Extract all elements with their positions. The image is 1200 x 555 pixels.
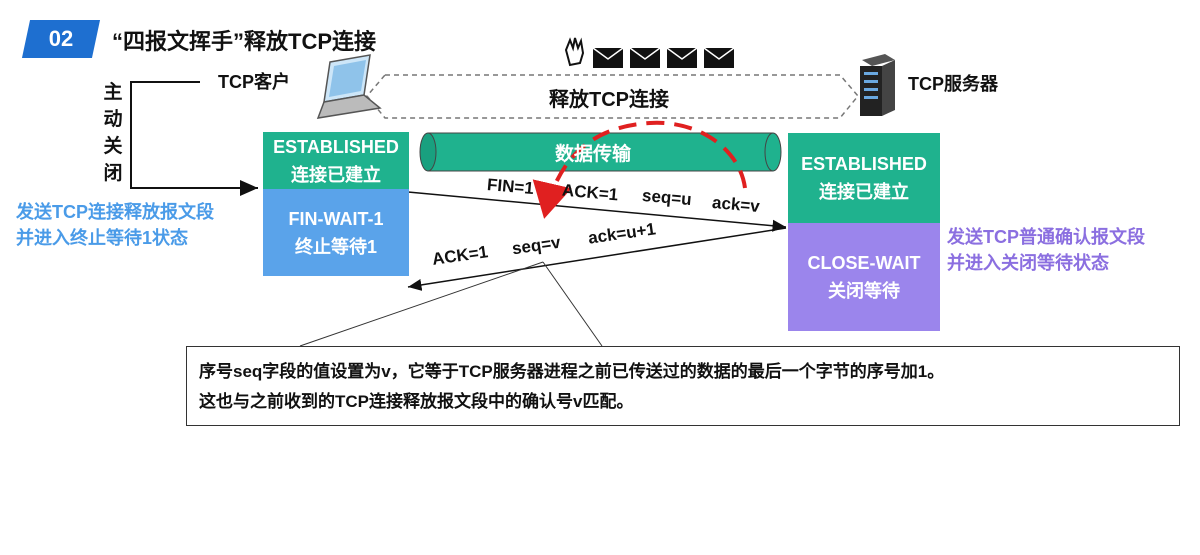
release-label: 释放TCP连接 xyxy=(549,89,669,111)
active-close-char-2: 动 xyxy=(103,109,123,130)
client-established-cn: 连接已建立 xyxy=(291,164,381,185)
callout-pointer-right xyxy=(542,261,603,347)
server-note-line2: 并进入关闭等待状态 xyxy=(947,253,1109,273)
client-established-box: ESTABLISHED 连接已建立 xyxy=(263,132,409,189)
page-title: “四报文挥手”释放TCP连接 xyxy=(112,29,377,54)
callout-pointer-left xyxy=(299,261,544,347)
explanation-callout: 序号seq字段的值设置为v，它等于TCP服务器进程之前已传送过的数据的最后一个字… xyxy=(186,346,1180,426)
server-label: TCP服务器 xyxy=(908,74,998,94)
active-close-char-4: 闭 xyxy=(103,163,123,184)
server-established-en: ESTABLISHED xyxy=(801,154,927,174)
laptop-icon xyxy=(316,54,382,119)
seg1-ackno: ack=v xyxy=(711,192,761,217)
client-finwait-en: FIN-WAIT-1 xyxy=(288,208,384,229)
client-note-line2: 并进入终止等待1状态 xyxy=(16,228,189,248)
envelope-icons xyxy=(592,47,735,68)
server-closewait-box: CLOSE-WAIT 关闭等待 xyxy=(788,223,940,331)
server-closewait-cn: 关闭等待 xyxy=(828,281,900,301)
release-double-arrow xyxy=(366,74,859,119)
callout-line2: 这也与之前收到的TCP连接释放报文段中的确认号v匹配。 xyxy=(199,392,634,411)
client-note: 发送TCP连接释放报文段 并进入终止等待1状态 xyxy=(16,199,214,251)
server-note-line1: 发送TCP普通确认报文段 xyxy=(947,227,1145,247)
fin-segment-arrow xyxy=(407,191,787,232)
section-number: 02 xyxy=(48,26,74,51)
server-icon xyxy=(860,54,895,116)
client-finwait-cn: 终止等待1 xyxy=(294,236,377,257)
server-established-cn: 连接已建立 xyxy=(819,182,909,202)
active-close-arrow xyxy=(130,81,258,196)
callout-line1: 序号seq字段的值设置为v，它等于TCP服务器进程之前已传送过的数据的最后一个字… xyxy=(199,362,945,381)
active-close-char-1: 主 xyxy=(103,82,123,103)
data-transfer-label: 数据传输 xyxy=(555,144,632,165)
server-established-box: ESTABLISHED 连接已建立 xyxy=(788,133,940,223)
seg1-seq: seq=u xyxy=(641,185,693,210)
server-note: 发送TCP普通确认报文段 并进入关闭等待状态 xyxy=(947,224,1145,276)
client-note-line1: 发送TCP连接释放报文段 xyxy=(16,202,214,222)
active-close-char-3: 关 xyxy=(103,136,123,157)
client-label: TCP客户 xyxy=(218,72,290,92)
client-finwait-box: FIN-WAIT-1 终止等待1 xyxy=(263,189,409,276)
ack-segment-arrow xyxy=(407,227,787,291)
red-dashed-loop xyxy=(532,120,747,219)
server-closewait-en: CLOSE-WAIT xyxy=(807,253,921,273)
client-established-en: ESTABLISHED xyxy=(273,136,399,157)
hand-wave-icon xyxy=(564,37,585,67)
seg1-fin: FIN=1 xyxy=(486,174,535,199)
